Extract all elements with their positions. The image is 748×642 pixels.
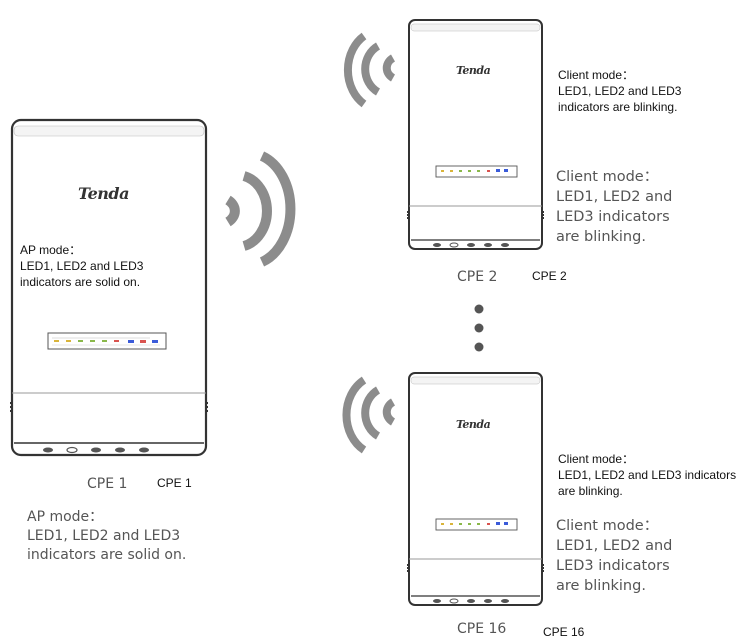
cpe2-note-large-line: LED3 indicators <box>556 209 670 225</box>
cpe16-note-large-line: are blinking. <box>556 578 646 594</box>
cpe2-ports <box>433 242 509 248</box>
cpe16-note-large-line: Client mode： <box>556 518 659 534</box>
cpe2-brand-logo: Tenda <box>456 64 491 77</box>
cpe1-note-large-line: indicators are solid on. <box>27 547 187 563</box>
cpe16-note-large-line: LED1, LED2 and <box>556 538 673 554</box>
cpe1-side-vents <box>10 402 208 412</box>
cpe1-note-large-line: LED1, LED2 and LED3 <box>27 528 181 544</box>
cpe2-note-large-line: LED1, LED2 and <box>556 189 673 205</box>
cpe16-label: CPE 16 <box>457 621 507 637</box>
cpe2-note-small-line: indicators are blinking. <box>558 100 678 114</box>
cpe16-note-small-line: Client mode： <box>558 452 635 466</box>
cpe16-brand-logo: Tenda <box>456 418 491 431</box>
vertical-ellipsis-icon <box>474 304 484 352</box>
cpe1-device <box>10 118 208 457</box>
cpe1-note-small: AP mode： LED1, LED2 and LED3 indicators … <box>20 242 143 290</box>
cpe16-note-large-line: LED3 indicators <box>556 558 670 574</box>
cpe1-note-small-line: indicators are solid on. <box>20 275 141 289</box>
cpe16-note-large: Client mode： LED1, LED2 and LED3 indicat… <box>556 516 672 596</box>
cpe16-note-small-line: LED1, LED2 and LED3 indicators <box>558 468 737 482</box>
cpe2-note-small: Client mode： LED1, LED2 and LED3 indicat… <box>558 67 681 115</box>
cpe1-note-large: AP mode： LED1, LED2 and LED3 indicators … <box>27 508 186 565</box>
cpe2-led-panel <box>435 165 518 178</box>
cpe2-device <box>407 19 544 250</box>
cpe1-overlay-label: CPE 1 <box>157 476 192 490</box>
cpe2-note-small-line: LED1, LED2 and LED3 <box>558 84 682 98</box>
cpe1-led-panel <box>47 332 167 350</box>
cpe2-note-small-line: Client mode： <box>558 68 635 82</box>
cpe2-note-large: Client mode： LED1, LED2 and LED3 indicat… <box>556 167 672 247</box>
wifi-signal-icon <box>343 32 396 108</box>
cpe1-label: CPE 1 <box>87 476 128 492</box>
cpe16-note-small-line: are blinking. <box>558 484 623 498</box>
cpe1-ports <box>43 446 149 454</box>
cpe2-note-large-line: are blinking. <box>556 229 646 245</box>
wifi-signal-icon <box>225 151 296 267</box>
cpe1-note-small-line: LED1, LED2 and LED3 <box>20 259 144 273</box>
cpe2-label: CPE 2 <box>457 269 498 285</box>
cpe2-overlay-label: CPE 2 <box>532 269 567 283</box>
wifi-signal-icon <box>342 376 396 454</box>
cpe16-note-small: Client mode： LED1, LED2 and LED3 indicat… <box>558 451 736 499</box>
cpe16-overlay-label: CPE 16 <box>543 625 585 639</box>
cpe16-device <box>407 372 544 606</box>
cpe16-led-panel <box>435 518 518 531</box>
cpe2-note-large-line: Client mode： <box>556 169 659 185</box>
cpe1-brand-logo: Tenda <box>78 184 129 203</box>
cpe16-ports <box>433 598 509 604</box>
cpe1-note-small-line: AP mode： <box>20 243 82 257</box>
cpe1-note-large-line: AP mode： <box>27 509 104 525</box>
